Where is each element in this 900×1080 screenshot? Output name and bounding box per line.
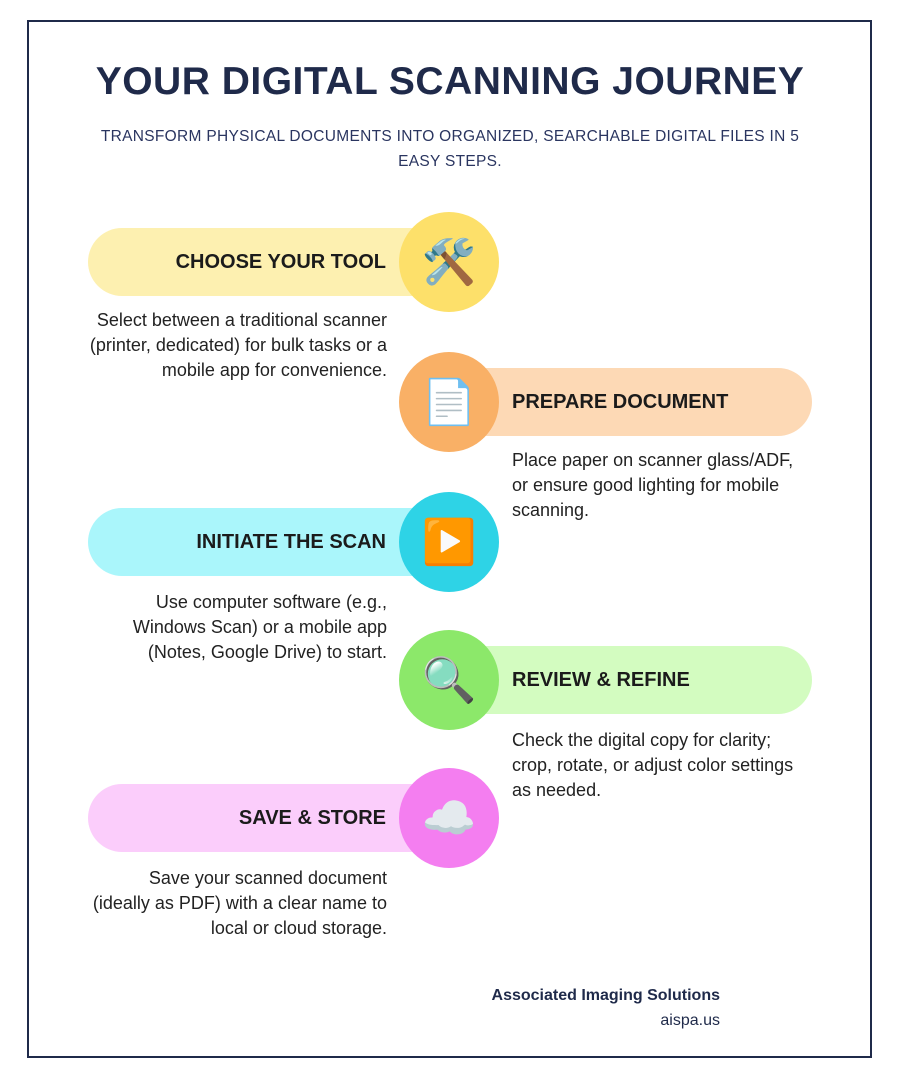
step-label: CHOOSE YOUR TOOL (175, 250, 386, 273)
footer-brand: Associated Imaging Solutions (491, 987, 720, 1004)
step-2-pill: PREPARE DOCUMENT (450, 368, 812, 436)
step-1-description: Select between a traditional scanner (pr… (89, 310, 387, 380)
page-subtitle: TRANSFORM PHYSICAL DOCUMENTS INTO ORGANI… (100, 128, 800, 170)
magnifier-icon: 🔍 (421, 655, 477, 706)
step-label: INITIATE THE SCAN (196, 530, 386, 553)
step-3-circle: ▶️ (399, 492, 499, 592)
step-label: REVIEW & REFINE (512, 668, 690, 691)
step-label: SAVE & STORE (238, 806, 386, 829)
step-4-description: Check the digital copy for clarity; crop… (512, 730, 794, 800)
document-icon: 📄 (421, 377, 477, 428)
step-1-pill: CHOOSE YOUR TOOL (88, 228, 448, 296)
step-5-description: Save your scanned document (ideally as P… (92, 868, 387, 938)
step-1-circle: 🛠️ (399, 212, 499, 312)
step-2-description: Place paper on scanner glass/ADF, or ens… (512, 450, 794, 520)
step-4-pill: REVIEW & REFINE (450, 646, 812, 714)
step-5-pill: SAVE & STORE (88, 784, 448, 852)
footer-url[interactable]: aispa.us (660, 1012, 720, 1029)
step-3-pill: INITIATE THE SCAN (88, 508, 448, 576)
step-label: PREPARE DOCUMENT (512, 390, 729, 413)
cloud-icon: ☁️ (421, 793, 477, 844)
hammer-and-wrench-icon: 🛠️ (421, 237, 477, 288)
page-frame (27, 20, 872, 1058)
step-3-description: Use computer software (e.g., Windows Sca… (132, 592, 387, 662)
page-title: YOUR DIGITAL SCANNING JOURNEY (95, 60, 805, 103)
step-5-circle: ☁️ (399, 768, 499, 868)
step-2-circle: 📄 (399, 352, 499, 452)
play-icon: ▶️ (421, 517, 477, 568)
step-4-circle: 🔍 (399, 630, 499, 730)
